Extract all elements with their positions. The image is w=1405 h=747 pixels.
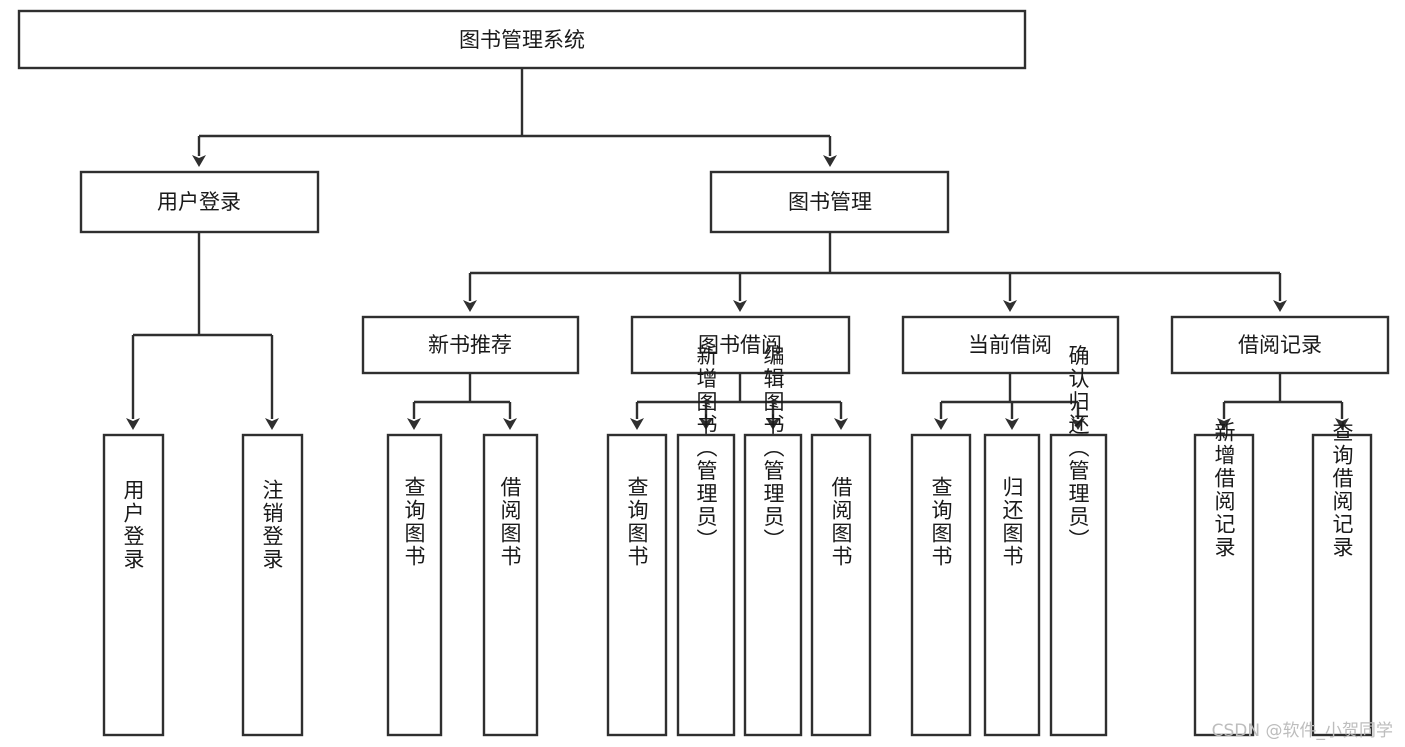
- leaf-return-book-label: 归还图书: [1000, 476, 1024, 568]
- node-book-borrow-label: 图书借阅: [698, 333, 782, 357]
- node-new-book-recommend-label: 新书推荐: [428, 333, 512, 357]
- leaf-edit-book-admin-label: 编辑图书（管理员）: [761, 345, 785, 552]
- node-user-login[interactable]: 用户登录: [79, 170, 320, 234]
- leaf-query-borrow-record-label: 查询借阅记录: [1330, 421, 1354, 559]
- leaf-user-login-label: 用户登录: [121, 479, 145, 571]
- leaf-add-book-admin-label: 新增图书（管理员）: [694, 345, 718, 552]
- leaf-logout-login-label: 注销登录: [260, 479, 284, 571]
- node-borrow-record-label: 借阅记录: [1238, 333, 1322, 357]
- leaf-query-book-borrow[interactable]: 查询图书: [606, 433, 668, 737]
- node-root-system[interactable]: 图书管理系统: [17, 9, 1027, 70]
- node-user-login-label: 用户登录: [157, 190, 241, 214]
- leaf-borrow-book-borrow-label: 借阅图书: [829, 476, 853, 568]
- leaf-return-book[interactable]: 归还图书: [983, 433, 1041, 737]
- node-book-management[interactable]: 图书管理: [709, 170, 950, 234]
- leaf-query-borrow-record[interactable]: 查询借阅记录: [1311, 421, 1373, 737]
- node-current-borrow-label: 当前借阅: [968, 333, 1052, 357]
- leaf-add-borrow-record[interactable]: 新增借阅记录: [1193, 421, 1255, 737]
- leaf-borrow-book-borrow[interactable]: 借阅图书: [810, 433, 872, 737]
- node-current-borrow[interactable]: 当前借阅: [901, 315, 1120, 375]
- leaf-query-book-borrow-label: 查询图书: [625, 476, 649, 568]
- leaf-add-book-admin[interactable]: 新增图书（管理员）: [676, 345, 736, 737]
- leaf-query-book-newbook-label: 查询图书: [402, 476, 426, 568]
- leaf-borrow-book-newbook-label: 借阅图书: [498, 476, 522, 568]
- node-new-book-recommend[interactable]: 新书推荐: [361, 315, 580, 375]
- leaf-logout-login[interactable]: 注销登录: [241, 433, 304, 737]
- node-book-management-label: 图书管理: [788, 190, 872, 214]
- connector-layer: [126, 68, 1349, 430]
- leaf-query-book-current-label: 查询图书: [929, 476, 953, 568]
- leaf-edit-book-admin[interactable]: 编辑图书（管理员）: [743, 345, 803, 737]
- leaf-confirm-return-admin[interactable]: 确认归还（管理员）: [1049, 345, 1108, 737]
- node-book-borrow[interactable]: 图书借阅: [630, 315, 851, 375]
- leaf-confirm-return-admin-label: 确认归还（管理员）: [1066, 345, 1090, 552]
- leaf-query-book-newbook[interactable]: 查询图书: [386, 433, 443, 737]
- node-root-system-label: 图书管理系统: [459, 28, 585, 52]
- node-borrow-record[interactable]: 借阅记录: [1170, 315, 1390, 375]
- leaf-add-borrow-record-label: 新增借阅记录: [1212, 421, 1236, 559]
- leaf-borrow-book-newbook[interactable]: 借阅图书: [482, 433, 539, 737]
- leaf-user-login[interactable]: 用户登录: [102, 433, 165, 737]
- leaf-query-book-current[interactable]: 查询图书: [910, 433, 972, 737]
